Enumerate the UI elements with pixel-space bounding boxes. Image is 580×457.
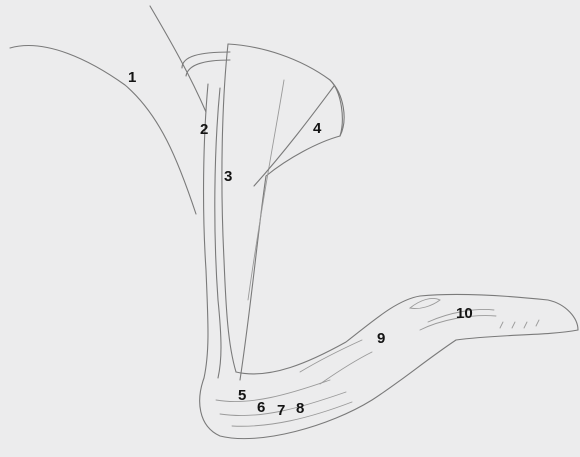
label-6: 6: [257, 399, 265, 416]
label-2: 2: [200, 121, 208, 138]
label-7: 7: [277, 402, 285, 419]
label-9: 9: [377, 330, 385, 347]
label-10: 10: [456, 305, 473, 322]
label-1: 1: [128, 69, 136, 86]
label-3: 3: [224, 168, 232, 185]
label-4: 4: [313, 120, 322, 137]
label-8: 8: [296, 400, 304, 417]
label-5: 5: [238, 387, 246, 404]
